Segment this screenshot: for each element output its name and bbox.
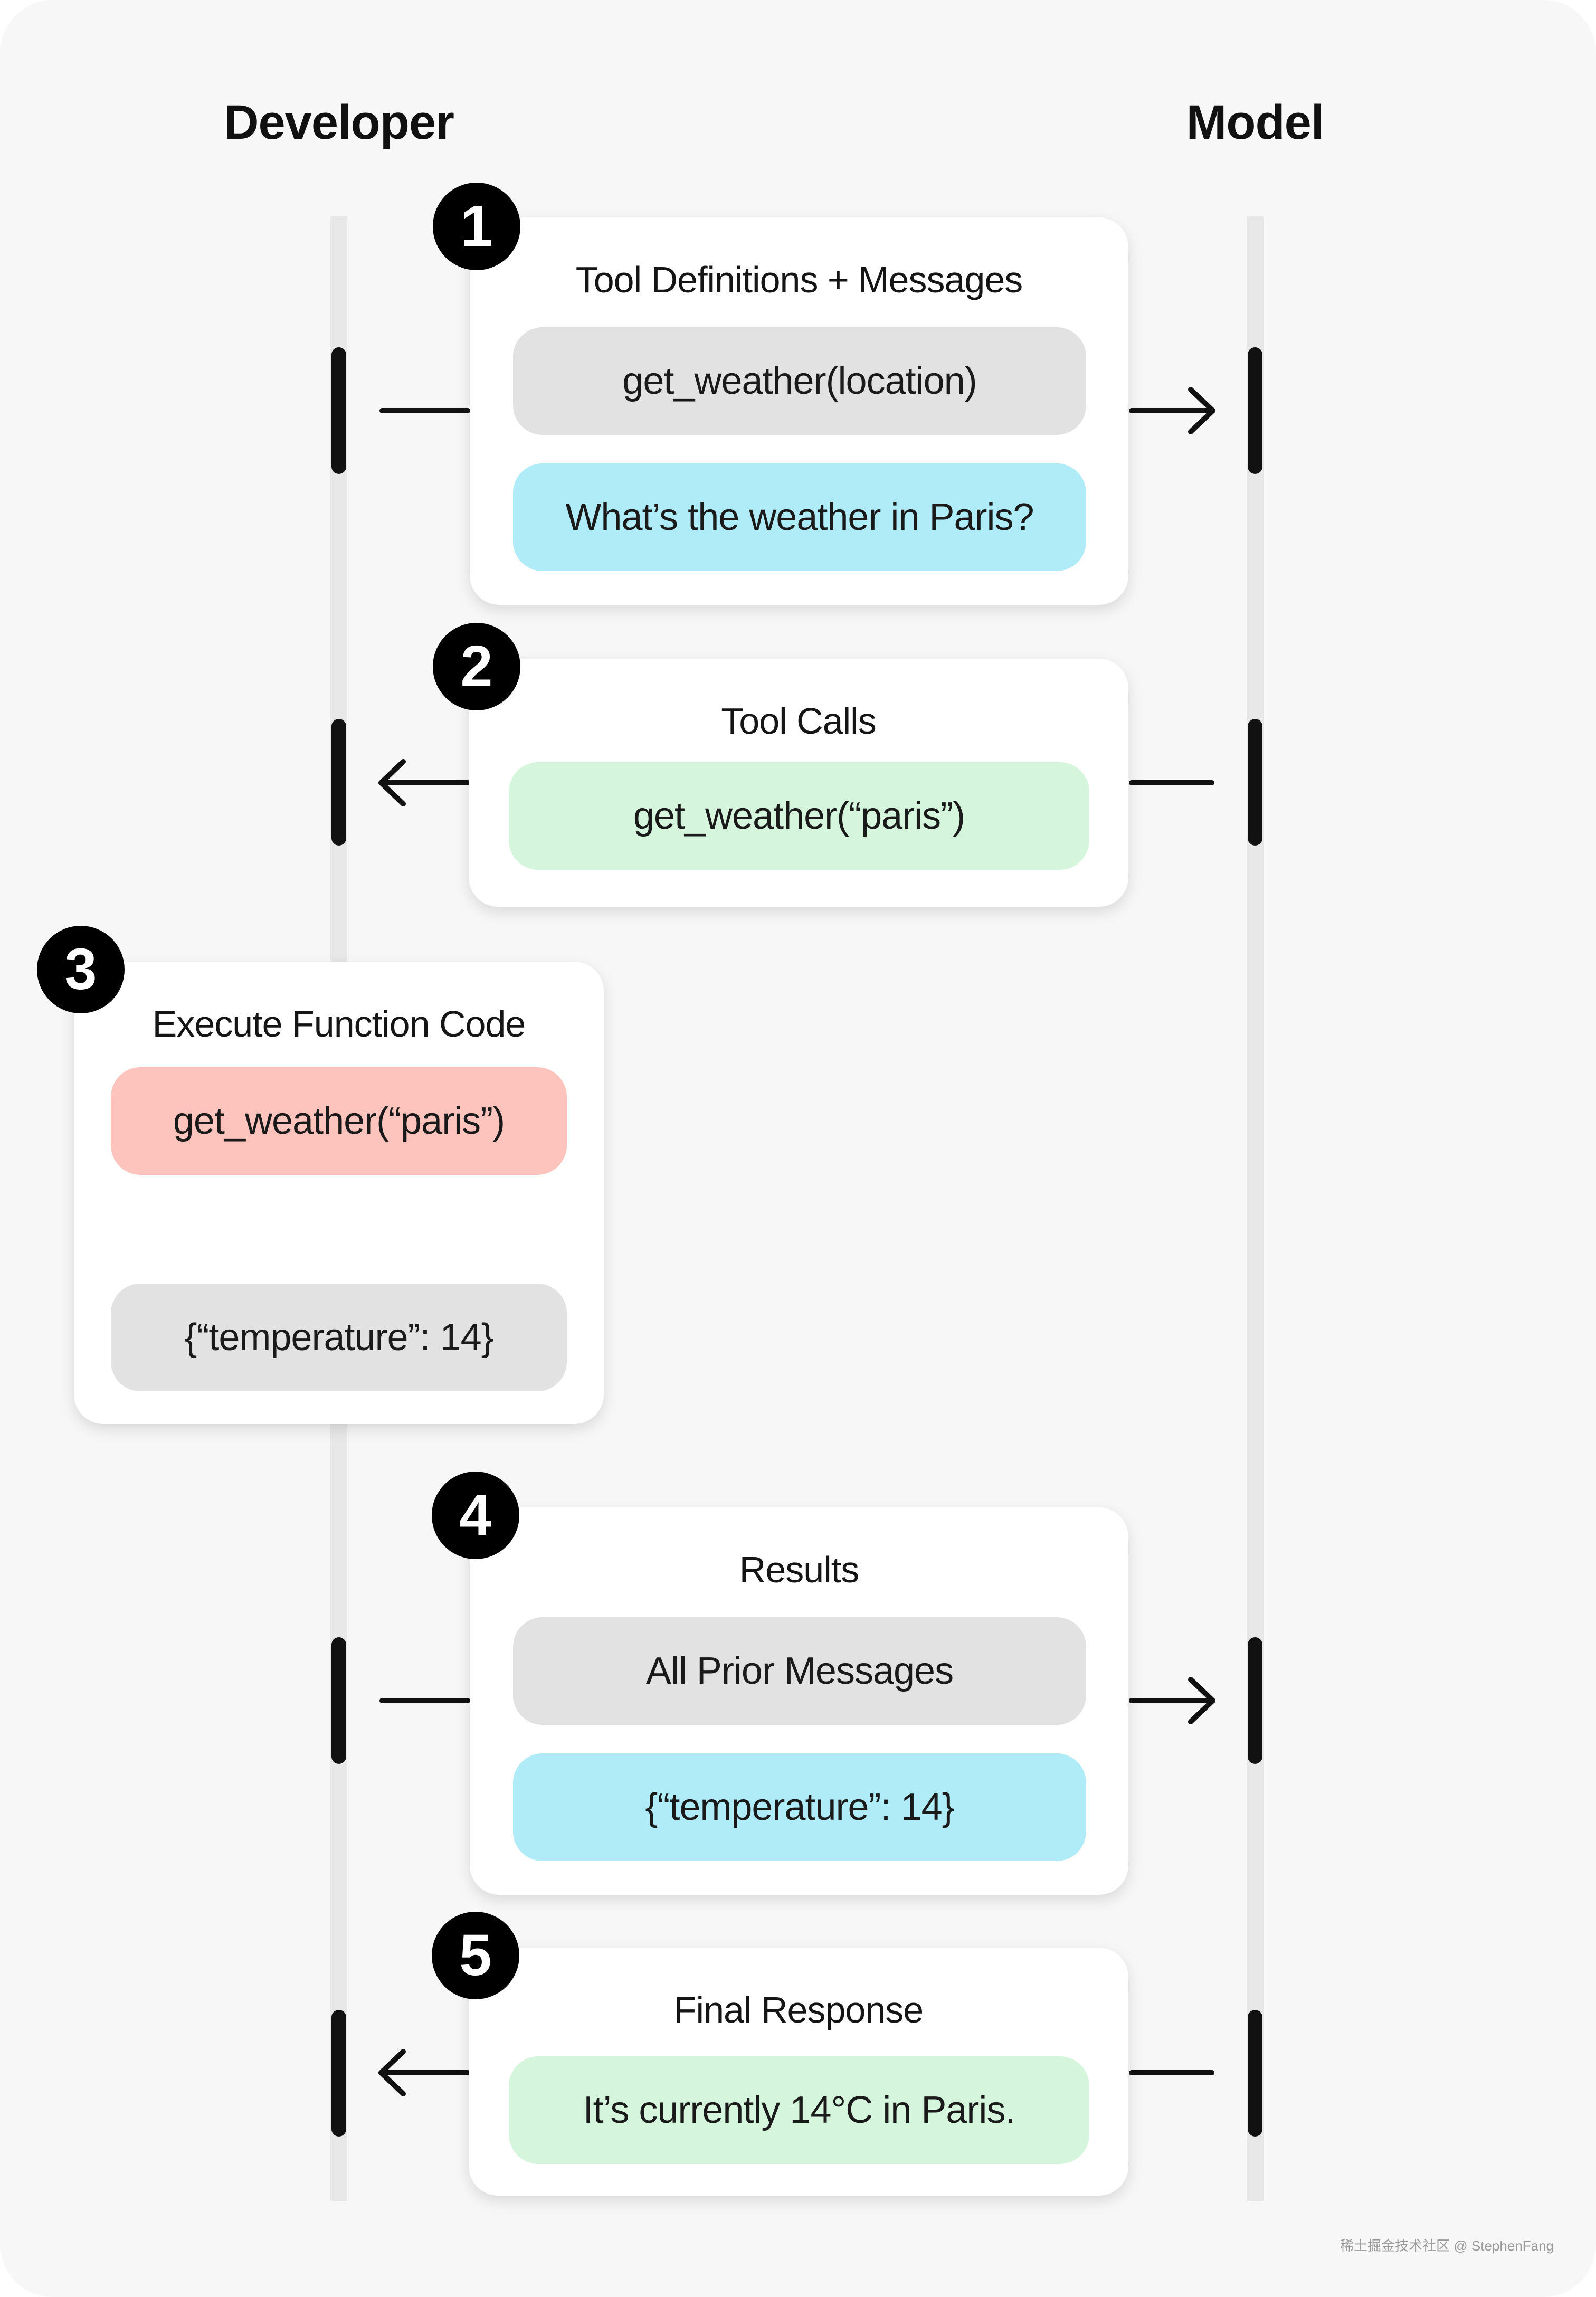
model-tick-step-1	[1248, 347, 1262, 474]
step-4-prior-messages-pill: All Prior Messages	[513, 1617, 1086, 1725]
step-4-title: Results	[739, 1549, 859, 1590]
model-lane-line	[1247, 216, 1264, 2201]
step-5-badge: 5	[432, 1912, 519, 1999]
step-2-title: Tool Calls	[721, 700, 876, 742]
step-1-card: Tool Definitions + Messages get_weather(…	[470, 217, 1128, 605]
step-1-arrowhead-icon	[1188, 387, 1215, 434]
step-2-card: Tool Calls get_weather(“paris”)	[469, 659, 1128, 907]
step-2-badge: 2	[433, 623, 520, 710]
step-1-tool-definition-pill: get_weather(location)	[513, 327, 1086, 435]
step-3-title: Execute Function Code	[152, 1003, 526, 1045]
step-4-card: Results All Prior Messages {“temperature…	[470, 1507, 1128, 1895]
model-tick-step-5	[1248, 2010, 1262, 2137]
model-lane-title: Model	[1186, 96, 1325, 149]
step-4-result-pill: {“temperature”: 14}	[513, 1753, 1086, 1861]
step-5-title: Final Response	[673, 1989, 924, 2030]
step-5-arrowhead-icon	[378, 2049, 406, 2096]
step-1-badge: 1	[433, 183, 520, 270]
model-tick-step-2	[1248, 719, 1262, 846]
developer-lane-title: Developer	[224, 96, 454, 149]
step-3-card: Execute Function Code get_weather(“paris…	[74, 962, 604, 1424]
step-4-arrowhead-icon	[1188, 1677, 1215, 1724]
step-1-title: Tool Definitions + Messages	[575, 259, 1023, 300]
step-1-user-message-pill: What’s the weather in Paris?	[513, 463, 1086, 571]
step-4-badge: 4	[432, 1472, 519, 1559]
developer-tick-step-5	[331, 2010, 346, 2137]
step-3-function-call-pill: get_weather(“paris”)	[111, 1067, 567, 1175]
model-tick-step-4	[1248, 1637, 1262, 1764]
developer-tick-step-2	[331, 719, 346, 846]
step-5-final-response-pill: It’s currently 14°C in Paris.	[509, 2056, 1089, 2164]
watermark: 稀土掘金技术社区 @ StephenFang	[1340, 2238, 1554, 2254]
step-2-arrowhead-icon	[378, 759, 406, 806]
step-2-tool-call-pill: get_weather(“paris”)	[509, 762, 1089, 870]
step-3-function-result-pill: {“temperature”: 14}	[111, 1284, 567, 1391]
developer-tick-step-4	[331, 1637, 346, 1764]
step-5-card: Final Response It’s currently 14°C in Pa…	[469, 1948, 1128, 2196]
developer-tick-step-1	[331, 347, 346, 474]
step-3-badge: 3	[37, 926, 125, 1013]
